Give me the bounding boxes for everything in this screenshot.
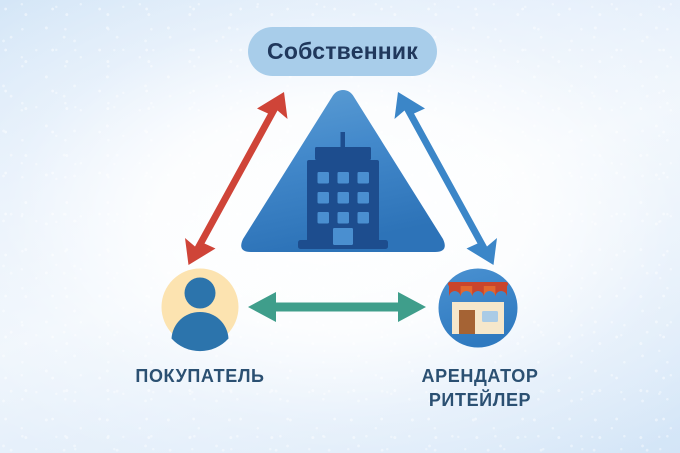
office-building-icon (298, 132, 388, 249)
person-avatar-icon (171, 277, 229, 352)
storefront-icon (448, 282, 508, 334)
connector-owner-buyer[interactable] (185, 92, 288, 265)
owner-triangle-node[interactable] (241, 90, 445, 252)
buyer-label: ПОКУПАТЕЛЬ (135, 366, 265, 386)
owner-badge-label: Собственник (267, 38, 418, 64)
retailer-node[interactable] (438, 268, 518, 348)
buyer-node[interactable] (161, 268, 239, 352)
owner-badge[interactable]: Собственник (248, 27, 437, 76)
connector-owner-retailer[interactable] (394, 92, 498, 265)
blue-arrow (394, 92, 497, 265)
red-arrow (185, 92, 288, 265)
retailer-label: АРЕНДАТОР РИТЕЙЛЕР (421, 366, 539, 410)
connector-buyer-retailer[interactable] (248, 292, 426, 322)
teal-arrow (248, 292, 426, 322)
